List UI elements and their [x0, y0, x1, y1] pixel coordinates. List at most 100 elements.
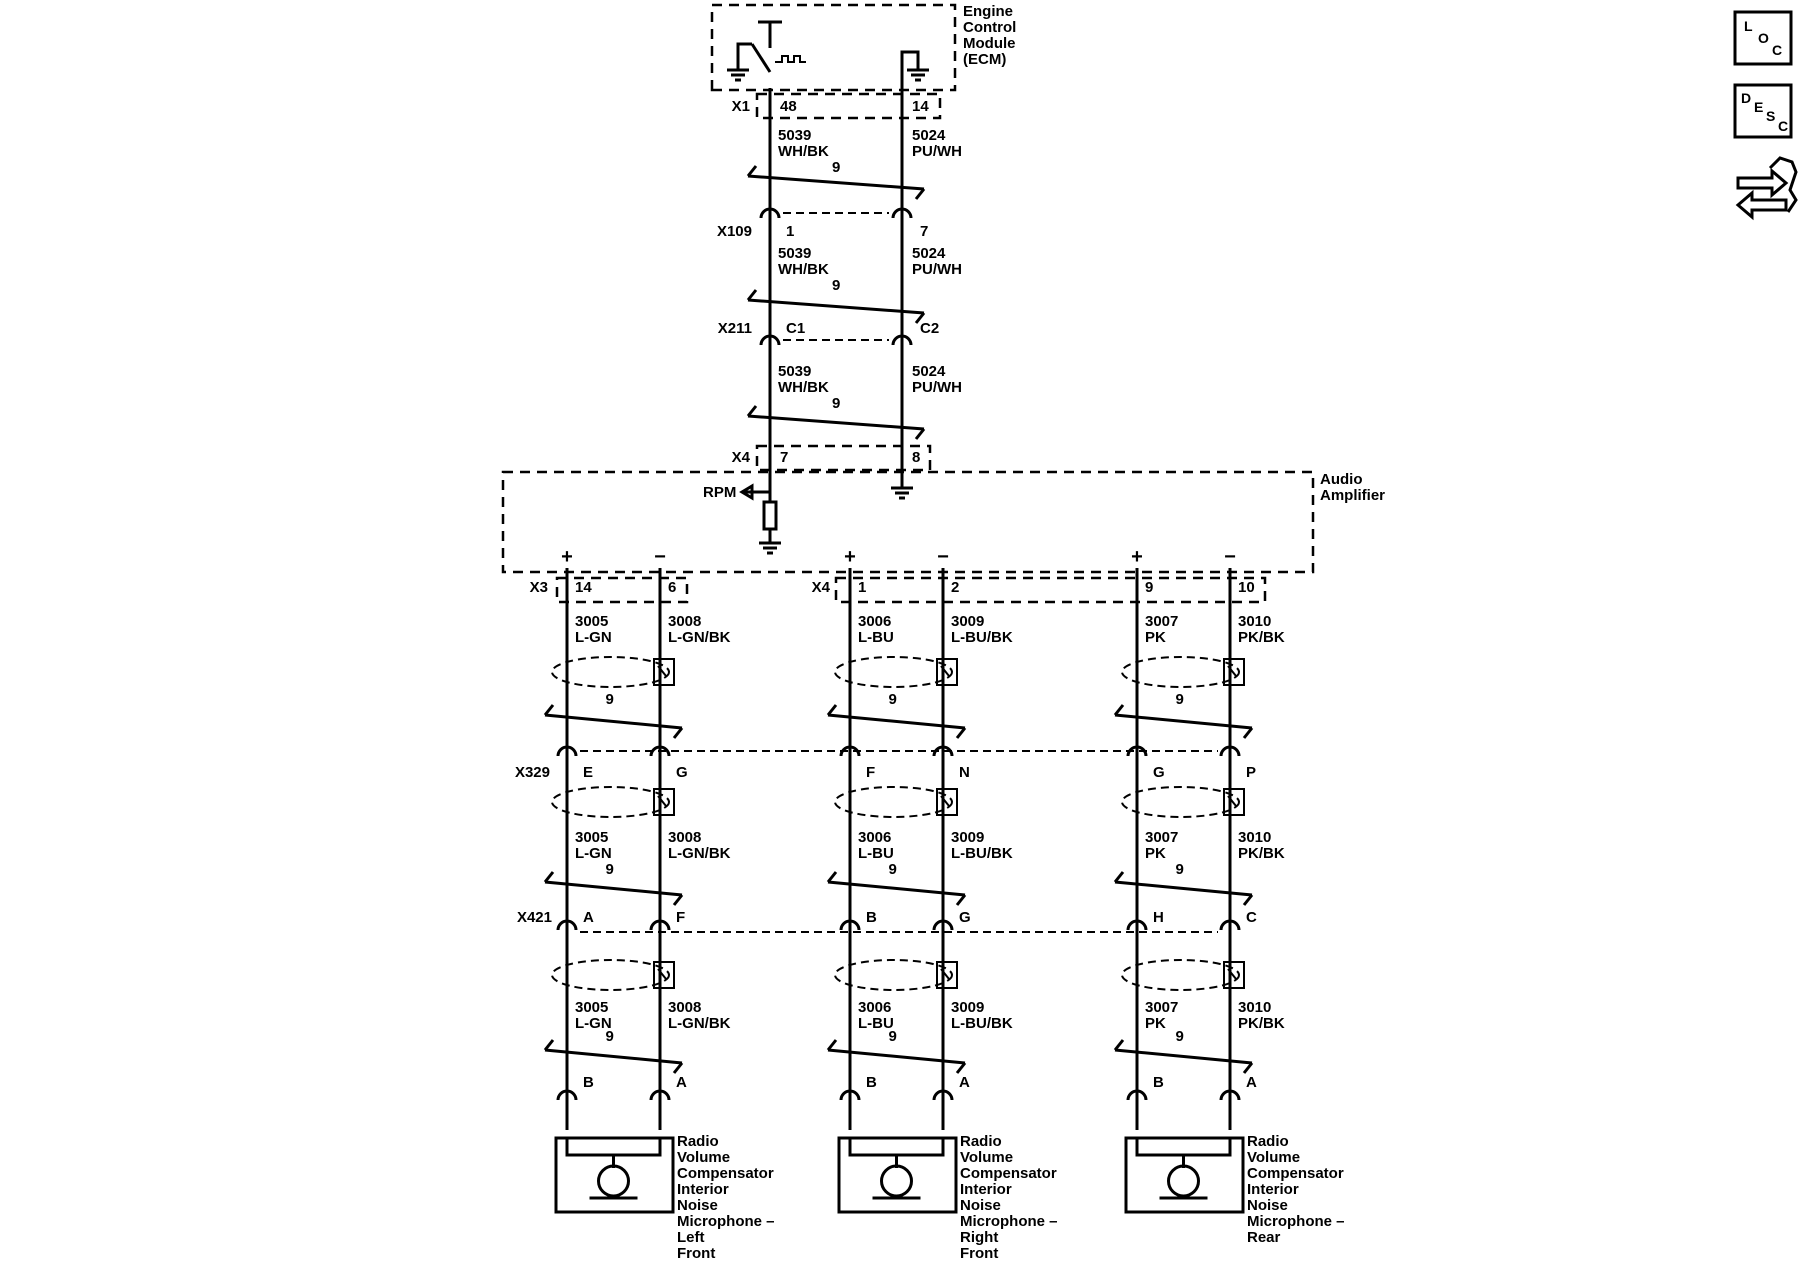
shield-icon-drain — [653, 961, 675, 989]
pin-label: 10 — [1238, 579, 1255, 596]
microphone-box — [837, 1136, 958, 1214]
circuit-number: 3010 — [1238, 613, 1271, 630]
pin-label: 7 — [780, 449, 788, 466]
twisted-pair-label: 9 — [889, 691, 897, 708]
twisted-pair-icon — [746, 405, 758, 417]
shield-icon — [551, 786, 670, 818]
connector-x421 — [932, 919, 954, 931]
twisted-pair-icon — [914, 312, 926, 324]
twisted-pair-icon — [543, 871, 555, 883]
twisted-pair-label: 9 — [606, 861, 614, 878]
pin-label: 48 — [780, 98, 797, 115]
ecm-switch-arm — [750, 43, 772, 73]
ecm-ground-lead — [900, 50, 920, 110]
connector-id: X4 — [732, 449, 751, 466]
twisted-pair-icon — [672, 1062, 684, 1074]
connector-x211 — [759, 334, 781, 346]
circuit-number: 3005 — [575, 613, 608, 630]
microphone-connector — [649, 1089, 671, 1101]
pin-label: F — [866, 764, 875, 781]
loc-icon — [1733, 10, 1793, 66]
resistor-icon — [762, 500, 778, 531]
connector-x421 — [649, 919, 671, 931]
connector-x421 — [1219, 919, 1241, 931]
wire-color: PK/BK — [1238, 845, 1285, 862]
microphone-connector — [556, 1089, 578, 1101]
circuit-number: 3009 — [951, 999, 984, 1016]
microphone-label: Radio — [1247, 1133, 1289, 1150]
shield-icon-drain — [657, 968, 667, 980]
pulse-signal-icon — [775, 55, 806, 63]
shield-icon-drain — [940, 665, 950, 677]
wire-color: L-GN/BK — [668, 1015, 731, 1032]
pin-label: 7 — [920, 223, 928, 240]
pin-label: 2 — [951, 579, 959, 596]
shield-icon-drain — [653, 788, 675, 816]
wire-color: L-BU/BK — [951, 845, 1013, 862]
connector-id: X4 — [812, 579, 831, 596]
shield-icon-drain — [940, 795, 950, 807]
pin-label: F — [676, 909, 685, 926]
microphone-label: Noise — [960, 1197, 1001, 1214]
twisted-pair-icon — [747, 298, 925, 315]
circuit-number: 3006 — [858, 999, 891, 1016]
wire-color: L-BU — [858, 629, 894, 646]
twisted-pair-label: 9 — [606, 691, 614, 708]
pin-label: A — [959, 1074, 970, 1091]
shield-icon-drain — [1227, 795, 1237, 807]
twisted-pair-icon — [747, 414, 925, 431]
shield-icon — [551, 959, 670, 991]
microphone-label: Microphone – — [677, 1213, 775, 1230]
desc-icon: D — [1741, 90, 1751, 106]
desc-icon: C — [1778, 118, 1788, 134]
twisted-pair-label: 9 — [832, 395, 840, 412]
wire-color: WH/BK — [778, 143, 829, 160]
twisted-pair-icon — [672, 894, 684, 906]
shield-icon-drain — [940, 968, 950, 980]
pin-label: H — [1153, 909, 1164, 926]
twisted-pair-icon — [746, 165, 758, 177]
loc-icon: C — [1772, 42, 1782, 58]
microphone-label: Interior — [677, 1181, 729, 1198]
microphone-label: Microphone – — [1247, 1213, 1345, 1230]
shield-icon — [1121, 656, 1240, 688]
microphone-label: Left — [677, 1229, 705, 1246]
pin-label: P — [1246, 764, 1256, 781]
connector-x329 — [839, 745, 861, 757]
twisted-pair-icon — [1113, 1039, 1125, 1051]
circuit-number: 3010 — [1238, 999, 1271, 1016]
ecm-label: Engine — [963, 3, 1013, 20]
pin-label: 14 — [912, 98, 929, 115]
twisted-pair-icon — [826, 871, 838, 883]
connector-id: X421 — [517, 909, 552, 926]
twisted-pair-icon — [1242, 894, 1254, 906]
wire-color: L-BU — [858, 1015, 894, 1032]
circuit-number: 3007 — [1145, 829, 1178, 846]
twisted-pair-label: 9 — [1176, 861, 1184, 878]
connector-id: X3 — [530, 579, 548, 596]
connector-x329 — [1126, 745, 1148, 757]
circuit-number: 3007 — [1145, 999, 1178, 1016]
shield-icon-drain — [936, 961, 958, 989]
connector-x211 — [891, 334, 913, 346]
microphone-connector — [839, 1089, 861, 1101]
wire-color: WH/BK — [778, 379, 829, 396]
shield-icon-drain — [1223, 961, 1245, 989]
wire-color: PK — [1145, 845, 1166, 862]
shield-icon — [834, 959, 953, 991]
shield-icon — [1121, 786, 1240, 818]
connector-x109 — [891, 207, 913, 219]
microphone-icon — [1167, 1164, 1200, 1198]
circuit-number: 5039 — [778, 245, 811, 262]
minus-terminal-label: − — [937, 546, 949, 568]
module-boxes: EngineControlModule(ECM)AudioAmplifierRP… — [501, 3, 1385, 574]
pin-label: B — [866, 909, 877, 926]
rpm-label: RPM — [703, 484, 736, 501]
microphone-icon — [880, 1164, 913, 1198]
circuit-number: 3006 — [858, 613, 891, 630]
pin-label: A — [583, 909, 594, 926]
ecm-label: Module — [963, 35, 1016, 52]
shield-icon-drain — [936, 658, 958, 686]
